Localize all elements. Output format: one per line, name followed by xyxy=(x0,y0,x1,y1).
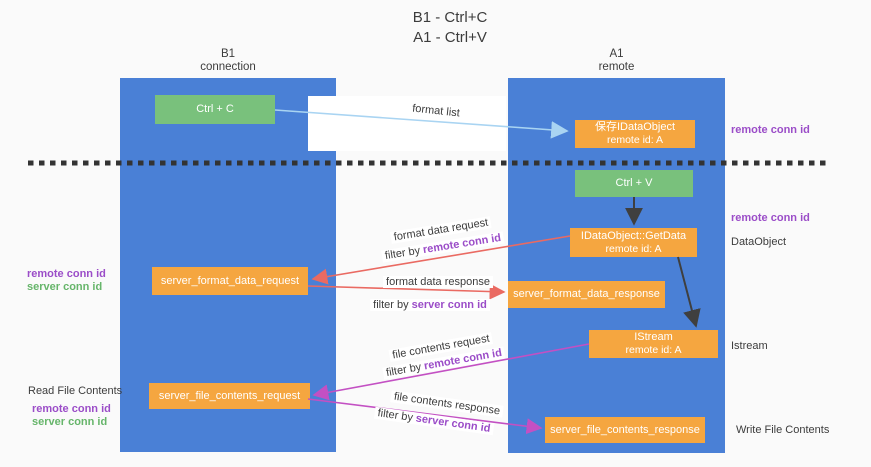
node-server-format-data-response: server_format_data_response xyxy=(508,281,665,308)
lane-header-a1: A1 remote xyxy=(508,48,725,74)
filter-by-text: filter by xyxy=(384,244,425,263)
filter-key-server-conn-id: server conn id xyxy=(411,299,487,311)
lane-a1-subtitle: remote xyxy=(598,61,635,73)
lane-b1-subtitle: connection xyxy=(200,61,256,73)
node-server-file-contents-request: server_file_contents_request xyxy=(149,383,310,409)
node-save-idataobject: 保存IDataObject remote id: A xyxy=(575,120,695,148)
node-server-file-contents-response-label: server_file_contents_response xyxy=(550,423,700,436)
label-remote-conn-id-left-top: remote conn id xyxy=(27,268,106,280)
filter-by-text: filter by xyxy=(376,407,417,425)
node-istream: IStream remote id: A xyxy=(589,330,718,358)
node-ctrl-v-label: Ctrl + V xyxy=(615,177,653,189)
node-save-idataobject-line2: remote id: A xyxy=(606,134,664,146)
label-istream: Istream xyxy=(731,340,768,352)
node-server-format-data-response-label: server_format_data_response xyxy=(513,288,660,300)
node-istream-line1: IStream xyxy=(634,331,673,343)
filter-key-server-conn-id: server conn id xyxy=(414,412,492,435)
filter-by-text: filter by xyxy=(373,299,412,311)
diagram-title: B1 - Ctrl+C A1 - Ctrl+V xyxy=(330,8,570,48)
format-list-label-backing xyxy=(308,96,506,151)
diagram-title-line2: A1 - Ctrl+V xyxy=(413,29,487,46)
label-remote-conn-id-right-top: remote conn id xyxy=(731,124,810,136)
node-server-file-contents-response: server_file_contents_response xyxy=(545,417,705,443)
lane-a1-title: A1 xyxy=(609,48,624,60)
edge-label-format-data-response-title: format data response xyxy=(383,276,493,288)
label-write-file-contents: Write File Contents xyxy=(736,424,830,436)
node-save-idataobject-line1: 保存IDataObject xyxy=(594,121,676,133)
diagram-title-line1: B1 - Ctrl+C xyxy=(412,9,488,26)
label-server-conn-id-left-bottom: server conn id xyxy=(32,416,108,428)
node-server-format-data-request: server_format_data_request xyxy=(152,267,308,295)
node-ctrl-v: Ctrl + V xyxy=(575,170,693,197)
filter-by-text: filter by xyxy=(385,360,426,380)
edge-label-format-data-response-filter: filter by server conn id xyxy=(370,299,490,311)
node-istream-line2: remote id: A xyxy=(625,344,682,356)
label-dataobject: DataObject xyxy=(731,236,787,248)
lane-b1-title: B1 xyxy=(220,48,236,60)
lane-header-b1: B1 connection xyxy=(120,48,336,74)
node-ctrl-c: Ctrl + C xyxy=(155,95,275,124)
node-idataobject-getdata: IDataObject::GetData remote id: A xyxy=(570,228,697,257)
label-remote-conn-id-right-mid: remote conn id xyxy=(731,212,810,224)
label-read-file-contents: Read File Contents xyxy=(28,385,123,397)
node-ctrl-c-label: Ctrl + C xyxy=(196,103,234,115)
node-idataobject-getdata-line1: IDataObject::GetData xyxy=(580,229,687,242)
label-remote-conn-id-left-bottom: remote conn id xyxy=(32,403,111,415)
node-server-format-data-request-label: server_format_data_request xyxy=(160,274,300,287)
node-server-file-contents-request-label: server_file_contents_request xyxy=(158,389,301,402)
node-idataobject-getdata-line2: remote id: A xyxy=(605,242,662,255)
label-server-conn-id-left-top: server conn id xyxy=(27,281,103,293)
